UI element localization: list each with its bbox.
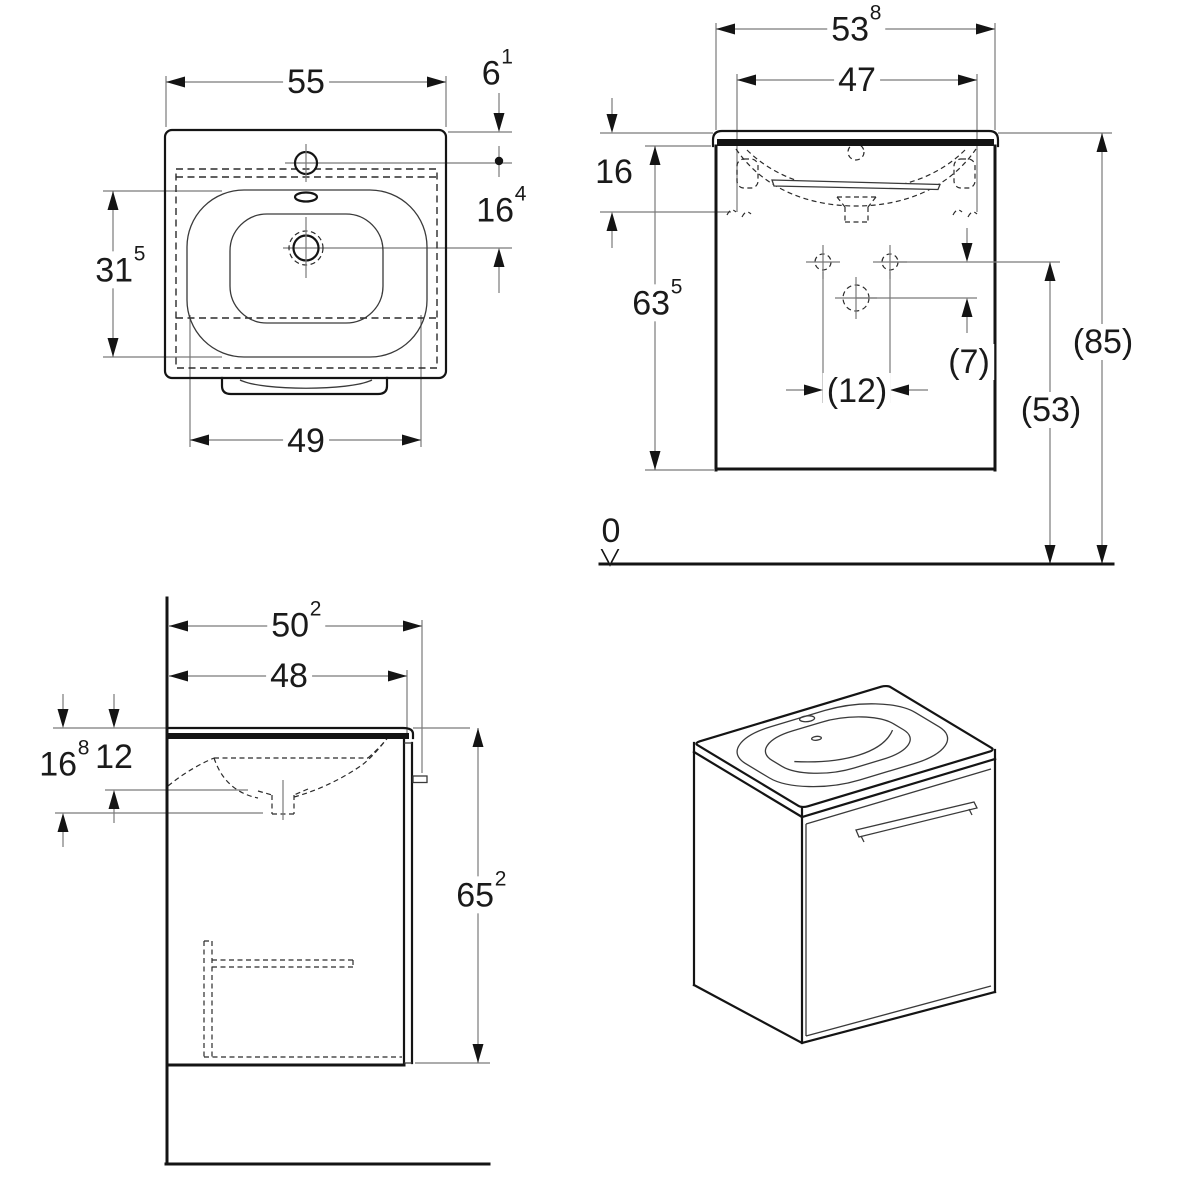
isometric-view (692, 685, 997, 1045)
iso-door-handle (855, 801, 978, 843)
iso-cabinet-box (692, 741, 997, 1045)
dim-label-overall-width: 55 (283, 64, 329, 100)
dim-screw-spacing (786, 384, 928, 396)
dim-label-depth-incl-handle: 502 (267, 598, 325, 644)
dim-label-top-to-trap: 168 (35, 737, 93, 783)
dim-label-top-to-bowl: 12 (91, 739, 137, 775)
washbasin-front (711, 129, 1000, 148)
datum-zero-marker (599, 547, 621, 567)
dim-cabinet-width (715, 23, 996, 130)
basin-rim (186, 189, 428, 358)
dim-label-tap-offset: 61 (477, 46, 517, 92)
iso-door (805, 768, 992, 1037)
hidden-basin-internals (726, 143, 978, 223)
cabinet-side-outline (165, 736, 428, 1067)
cabinet-front-outline (714, 144, 997, 472)
hidden-interior-bracket (203, 940, 402, 1058)
dim-label-cabinet-height: 635 (628, 276, 686, 322)
dim-label-unit-height: 652 (452, 868, 510, 914)
washbasin-side (165, 726, 415, 740)
overflow-slot (293, 191, 319, 203)
dim-label-bowl-depth: 315 (91, 243, 149, 289)
dim-label-screw-to-outlet: (7) (944, 344, 994, 380)
dim-label-cabinet-depth: 48 (266, 658, 312, 694)
iso-basin-top (694, 685, 995, 808)
dim-label-clear-width: 47 (834, 62, 880, 98)
dim-label-tap-to-drain: 164 (472, 183, 530, 229)
drain-hole (288, 217, 324, 278)
tap-hole (293, 144, 319, 182)
dim-label-bowl-width: 49 (283, 423, 329, 459)
iso-tap-hole (797, 715, 817, 723)
dim-tap-offset (283, 93, 512, 293)
washbasin-outline (163, 128, 448, 380)
hidden-bowl-profile (167, 735, 390, 820)
dim-top-to-bracket (600, 98, 731, 248)
siphon-cover (220, 376, 389, 396)
dim-screw-to-outlet (961, 228, 973, 333)
dim-label-screw-spacing: (12) (822, 373, 892, 409)
dim-label-top-to-bracket: 16 (591, 154, 637, 190)
basin-bowl (229, 213, 384, 324)
dim-label-outlet-height: (53) (1016, 392, 1086, 428)
dim-top-to-bowl-trap (53, 694, 470, 847)
dim-label-cabinet-width: 538 (827, 2, 885, 48)
iso-overflow (810, 736, 823, 741)
dim-label-rim-height: (85) (1068, 324, 1138, 360)
top-view (103, 76, 512, 447)
door-handle-side (412, 775, 428, 784)
side-view (53, 596, 491, 1166)
dim-label-floor-datum: 0 (597, 513, 625, 549)
